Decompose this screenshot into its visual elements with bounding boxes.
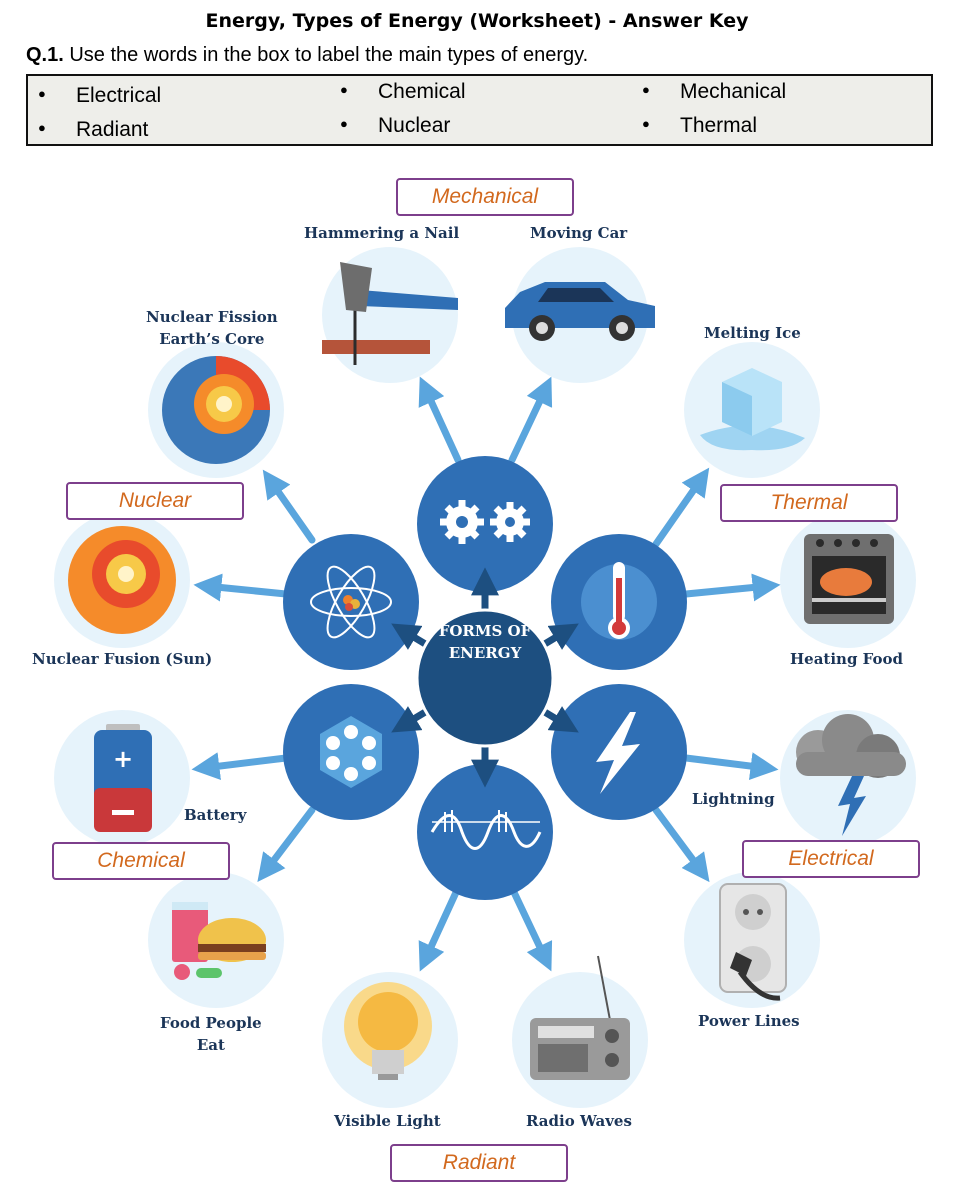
word-chemical: Chemical xyxy=(340,80,465,104)
oven-icon xyxy=(804,534,894,624)
word-box: Electrical Chemical Mechanical Radiant N… xyxy=(26,74,933,146)
answer-nuclear: Nuclear xyxy=(66,482,244,520)
svg-text:+: + xyxy=(113,745,133,773)
answer-radiant: Radiant xyxy=(390,1144,568,1182)
caption-hammering-nail: Hammering a Nail xyxy=(304,224,460,242)
word-mechanical: Mechanical xyxy=(642,80,786,104)
answer-chemical: Chemical xyxy=(52,842,230,880)
molecule-icon xyxy=(320,716,382,788)
atom-icon xyxy=(310,565,392,639)
answer-electrical: Electrical xyxy=(742,840,920,878)
earth-core-icon xyxy=(162,356,270,464)
sun-icon xyxy=(68,526,176,634)
melting-ice-icon xyxy=(700,368,805,451)
food-icon xyxy=(172,902,266,980)
thermometer-icon xyxy=(581,562,657,640)
caption-heating-food: Heating Food xyxy=(790,650,904,668)
worksheet-title: Energy, Types of Energy (Worksheet) - An… xyxy=(205,10,749,32)
radio-icon xyxy=(530,955,630,1080)
hammer-icon xyxy=(322,262,458,365)
lightning-bolt-icon xyxy=(596,712,640,794)
answer-thermal: Thermal xyxy=(720,484,898,522)
caption-radio-waves: Radio Waves xyxy=(526,1112,632,1130)
question-text: Use the words in the box to label the ma… xyxy=(69,44,589,66)
word-thermal: Thermal xyxy=(642,114,757,138)
answer-mechanical: Mechanical xyxy=(396,178,574,216)
caption-lightning: Lightning xyxy=(692,790,775,808)
light-bulb-icon xyxy=(344,982,432,1080)
word-electrical: Electrical xyxy=(38,84,161,108)
caption-power-lines: Power Lines xyxy=(698,1012,800,1030)
outer-arrows xyxy=(191,376,781,972)
question-1: Q.1. Use the words in the box to label t… xyxy=(26,44,588,67)
storm-cloud-icon xyxy=(796,714,906,836)
diagram-graphics: + xyxy=(54,247,916,1108)
forms-of-energy-diagram: + xyxy=(0,160,954,1194)
caption-battery: Battery xyxy=(184,806,247,824)
battery-icon: + xyxy=(94,724,152,832)
wave-icon xyxy=(430,810,542,850)
question-number: Q.1. xyxy=(26,44,64,66)
caption-nuclear-fission: Nuclear Fission Earth’s Core xyxy=(146,308,278,348)
car-icon xyxy=(505,282,655,341)
word-radiant: Radiant xyxy=(38,118,149,142)
caption-moving-car: Moving Car xyxy=(530,224,628,242)
gears-icon xyxy=(440,500,530,544)
center-label: FORMS OF ENERGY xyxy=(438,622,532,662)
caption-melting-ice: Melting Ice xyxy=(704,324,801,342)
hub-circle xyxy=(415,608,555,748)
word-nuclear: Nuclear xyxy=(340,114,451,138)
caption-visible-light: Visible Light xyxy=(334,1112,441,1130)
power-outlet-icon xyxy=(719,883,787,1001)
caption-food-people-eat: Food People Eat xyxy=(160,1014,262,1054)
caption-nuclear-fusion: Nuclear Fusion (Sun) xyxy=(32,650,213,668)
